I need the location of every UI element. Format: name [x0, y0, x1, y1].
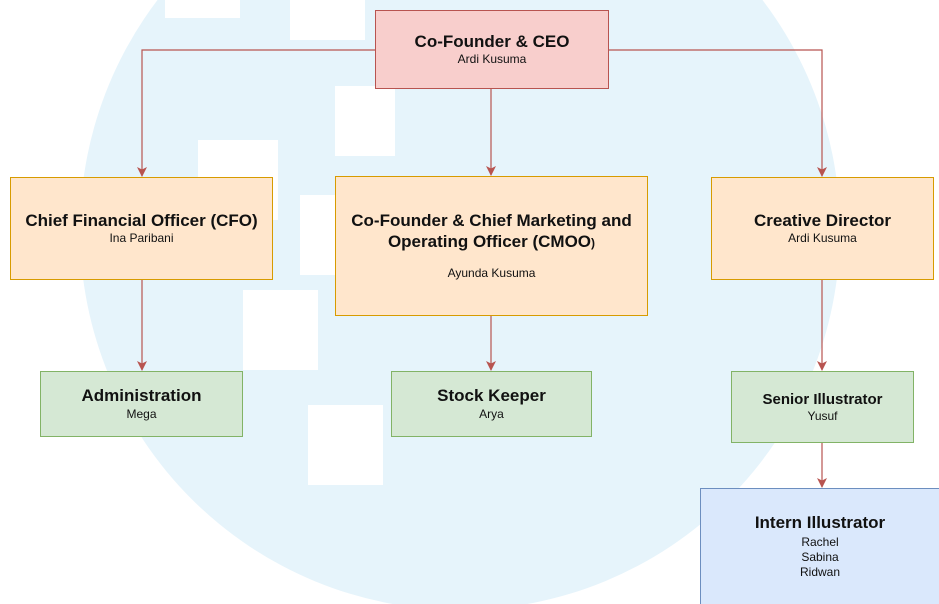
- node-title: Co-Founder & CEO: [414, 31, 570, 51]
- node-title: Creative Director: [753, 210, 891, 230]
- watermark-square: [165, 0, 240, 18]
- connector-ceo-to-creative: [609, 49, 827, 177]
- node-title: Co-Founder & Chief Marketing and Operati…: [336, 211, 647, 252]
- watermark-square: [300, 195, 338, 275]
- node-person-1: Rachel: [801, 535, 839, 550]
- node-title-main: Co-Founder & Chief Marketing and Operati…: [351, 211, 632, 251]
- node-person: Arya: [479, 406, 504, 421]
- watermark-square: [335, 86, 395, 156]
- node-stock-keeper[interactable]: Stock Keeper Arya: [391, 371, 592, 437]
- node-title: Stock Keeper: [437, 386, 546, 406]
- watermark-square: [308, 405, 383, 485]
- node-administration[interactable]: Administration Mega: [40, 371, 243, 437]
- node-person: Mega: [126, 406, 157, 421]
- node-title: Administration: [81, 386, 202, 406]
- node-person-2: Sabina: [801, 550, 839, 565]
- node-person: Ina Paribani: [109, 231, 174, 246]
- node-person: Ayunda Kusuma: [447, 265, 536, 280]
- node-title: Senior Illustrator: [762, 390, 883, 408]
- node-person-3: Ridwan: [799, 565, 841, 580]
- node-senior-illustrator[interactable]: Senior Illustrator Yusuf: [731, 371, 914, 443]
- connector-ceo-to-cfo: [137, 49, 375, 177]
- node-person: Yusuf: [807, 408, 838, 423]
- node-title: Chief Financial Officer (CFO): [25, 210, 258, 230]
- node-ceo[interactable]: Co-Founder & CEO Ardi Kusuma: [375, 10, 609, 89]
- node-title-tail: ): [591, 235, 596, 250]
- node-cmoo[interactable]: Co-Founder & Chief Marketing and Operati…: [335, 176, 648, 316]
- node-cfo[interactable]: Chief Financial Officer (CFO) Ina Pariba…: [10, 177, 273, 280]
- node-person: Ardi Kusuma: [788, 231, 857, 246]
- node-title: Intern Illustrator: [754, 512, 886, 532]
- node-person: Ardi Kusuma: [457, 52, 527, 67]
- watermark-square: [243, 290, 318, 370]
- node-intern-illustrator[interactable]: Intern Illustrator Rachel Sabina Ridwan: [700, 488, 939, 604]
- node-creative-director[interactable]: Creative Director Ardi Kusuma: [711, 177, 934, 280]
- watermark-square: [290, 0, 365, 40]
